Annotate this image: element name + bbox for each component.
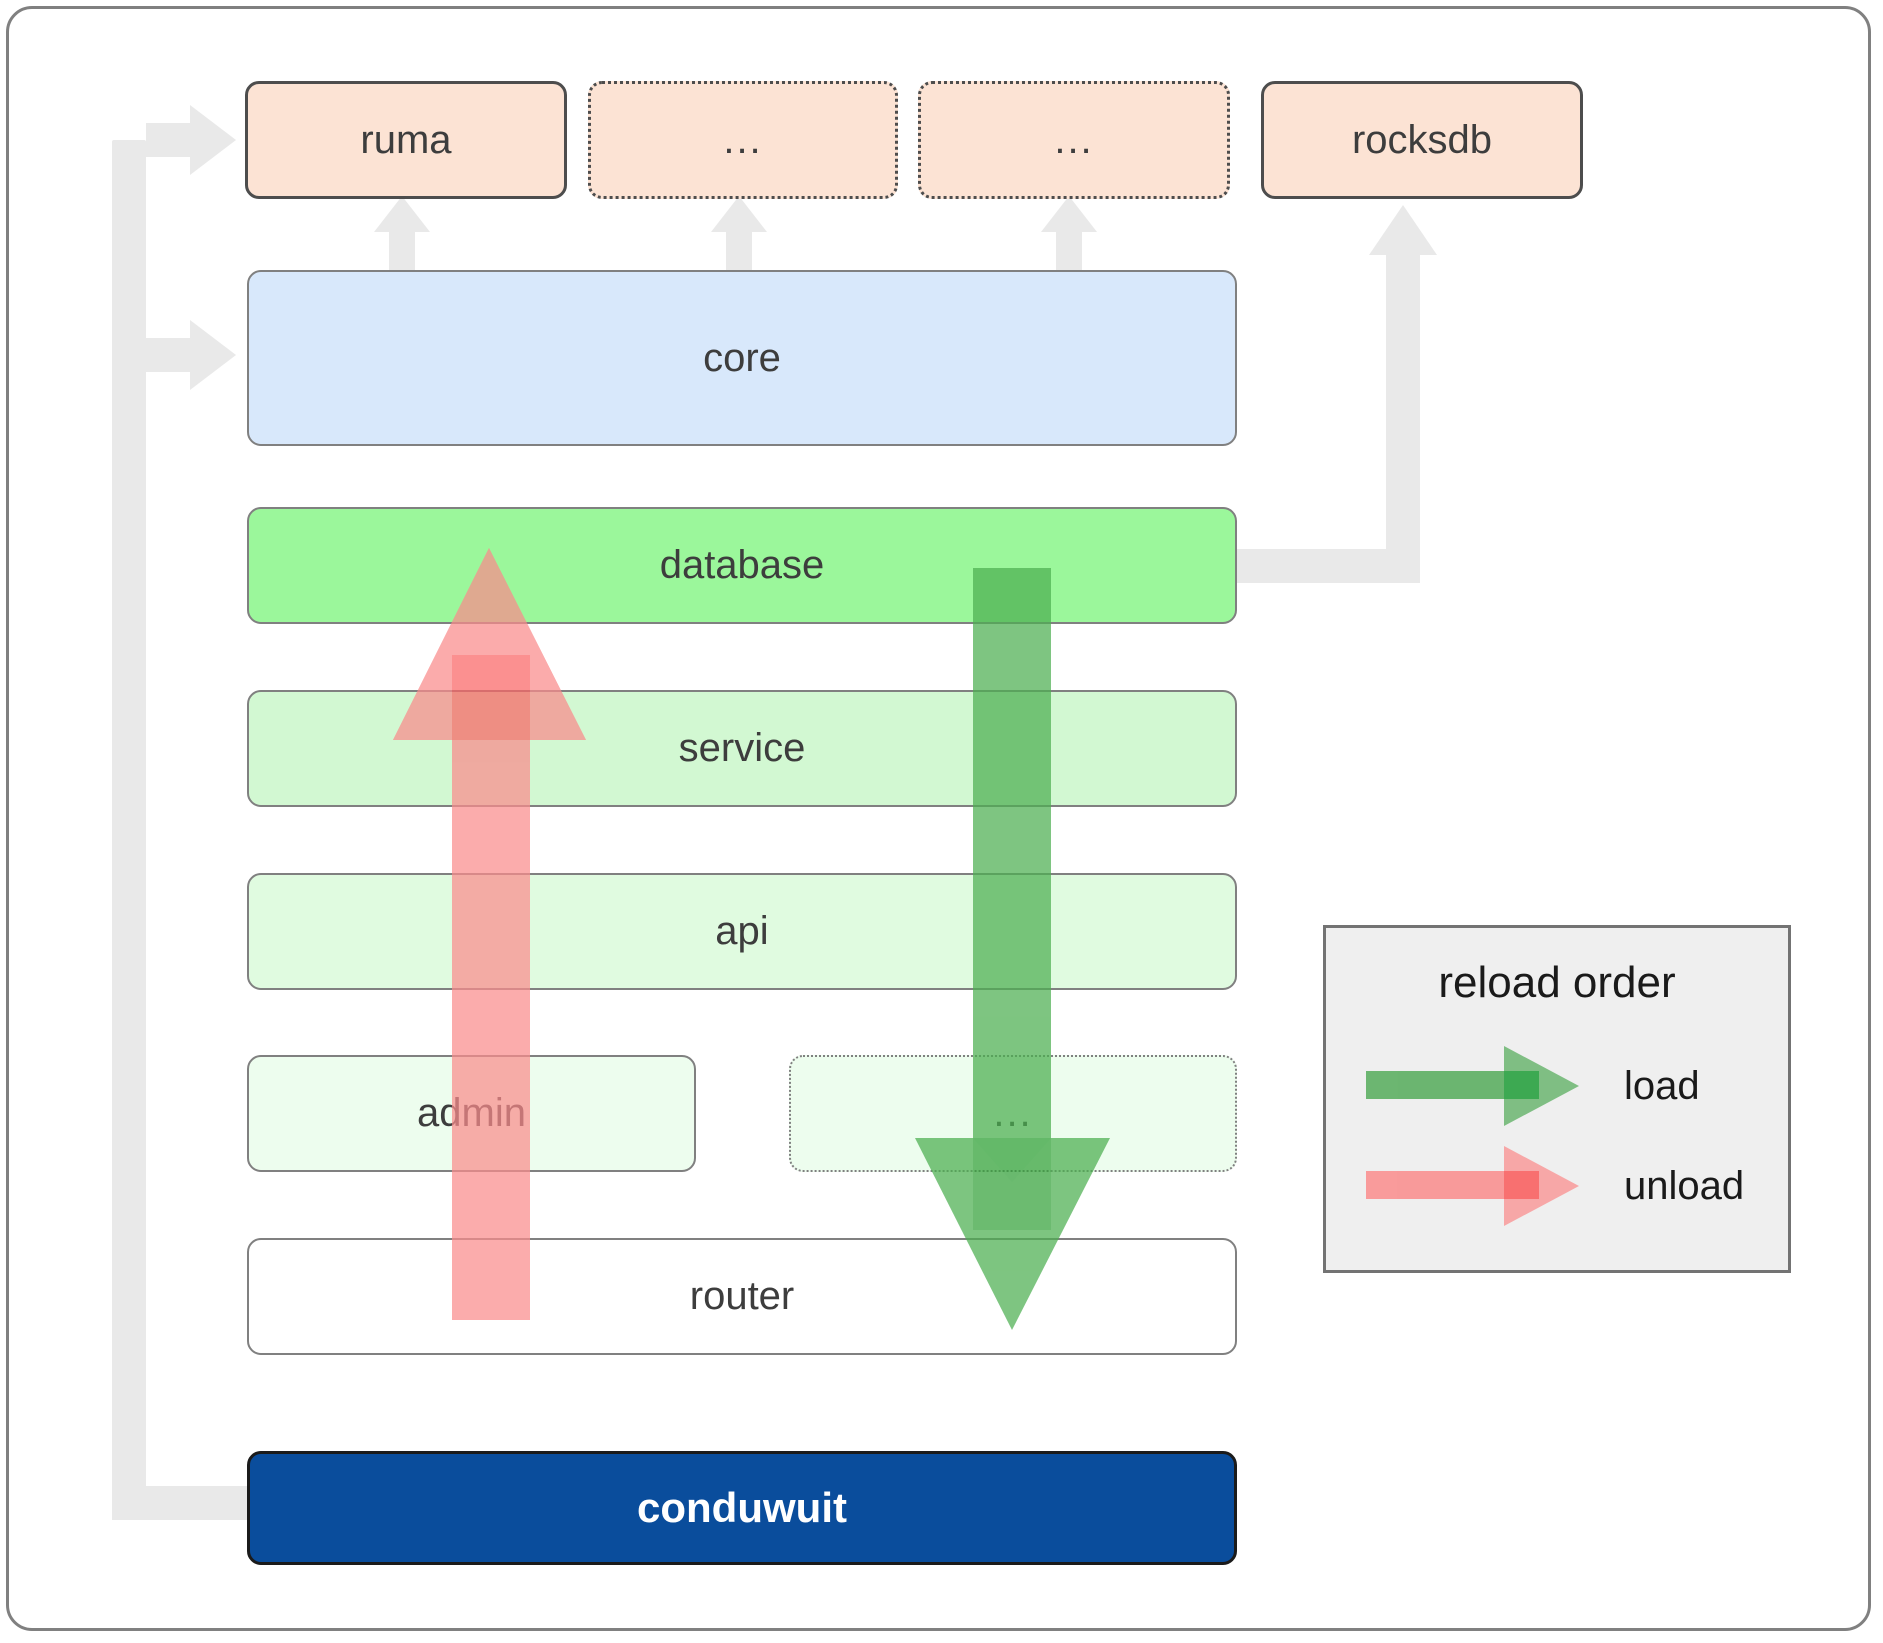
application-box-conduwuit[interactable]: conduwuit xyxy=(247,1451,1237,1565)
diagram-frame xyxy=(6,6,1871,1631)
layer-box-extras[interactable]: ... xyxy=(789,1055,1237,1172)
layer-label-extras: ... xyxy=(993,1091,1033,1135)
legend-load-arrow-icon xyxy=(1366,1046,1579,1126)
layer-label-core: core xyxy=(703,335,781,380)
layer-box-database[interactable]: database xyxy=(247,507,1237,624)
dependency-box-ruma[interactable]: ruma xyxy=(245,81,567,199)
layer-label-router: router xyxy=(689,1274,795,1318)
layer-label-admin: admin xyxy=(417,1091,526,1135)
dependency-label-dep2: ... xyxy=(723,117,763,162)
layer-label-service: service xyxy=(678,726,806,770)
layer-box-api[interactable]: api xyxy=(247,873,1237,990)
legend-label-unload: unload xyxy=(1624,1164,1745,1208)
dependency-box-dep3[interactable]: ... xyxy=(918,81,1230,199)
application-label-conduwuit: conduwuit xyxy=(637,1484,847,1531)
legend-unload-arrow-icon xyxy=(1366,1146,1579,1226)
layer-box-service[interactable]: service xyxy=(247,690,1237,807)
legend-label-load: load xyxy=(1624,1064,1700,1108)
layer-label-database: database xyxy=(659,543,825,587)
dependency-box-dep2[interactable]: ... xyxy=(588,81,898,199)
layer-box-router[interactable]: router xyxy=(247,1238,1237,1355)
dependency-box-rocksdb[interactable]: rocksdb xyxy=(1261,81,1583,199)
layer-box-admin[interactable]: admin xyxy=(247,1055,696,1172)
legend-title: reload order xyxy=(1438,958,1676,1007)
dependency-label-rocksdb: rocksdb xyxy=(1351,117,1493,162)
layer-box-core[interactable]: core xyxy=(247,270,1237,446)
dependency-label-ruma: ruma xyxy=(360,117,452,162)
legend-panel: reload order load unload xyxy=(1323,925,1791,1273)
dependency-label-dep3: ... xyxy=(1054,117,1094,162)
layer-label-api: api xyxy=(715,909,769,953)
